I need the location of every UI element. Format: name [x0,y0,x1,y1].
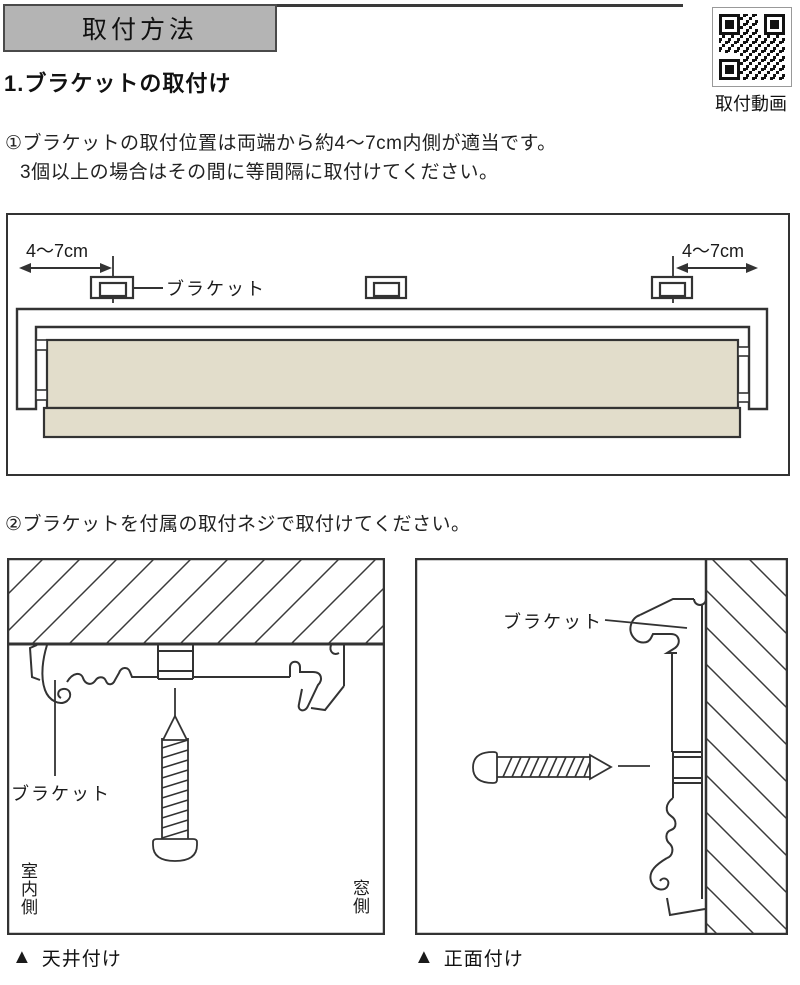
bracket-positions-drawing [6,213,790,476]
triangle-marker-icon: ▲ [12,946,32,968]
bracket-middle-icon [364,275,408,300]
section-title: 1.ブラケットの取付け [4,71,232,96]
caption-ceiling-text: 天井付け [41,949,122,970]
caption-ceiling-mount: ▲ 天井付け [12,944,122,971]
header-rule [3,4,683,7]
bracket-label: ブラケット [503,612,603,632]
diagram-ceiling-mount: ブラケット 室内側 窓側 [7,558,385,935]
bracket-label: ブラケット [11,784,111,804]
front-mount-drawing [415,558,788,935]
caption-front-mount: ▲ 正面付け [414,944,524,971]
bracket-profile [28,644,345,712]
qr-caption: 取付動画 [715,94,787,114]
shade-panel-top [45,338,740,410]
bracket-profile [629,598,707,917]
caption-front-text: 正面付け [443,949,524,970]
qr-code-graphic [713,8,791,86]
bracket-right-icon [650,275,694,300]
step1-line2: 3個以上の場合はその間に等間隔に取付けてください。 [20,162,499,183]
screw-icon [152,688,198,862]
step1-line1: ①ブラケットの取付位置は両端から約4〜7cm内側が適当です。 [5,133,557,154]
screw-icon [472,751,650,784]
qr-finder-patterns [719,14,785,80]
bracket-label: ブラケット [166,279,266,299]
ceiling-hatch [9,560,383,644]
bracket-leader-line [604,619,688,629]
wall-hatch [706,560,786,933]
room-side-label: 室内側 [18,862,37,916]
window-side-label: 窓側 [350,879,369,915]
dimension-label-left: 4〜7cm [26,241,89,261]
triangle-marker-icon: ▲ [414,946,434,968]
diagram-bracket-positions: 4〜7cm 4〜7cm ブラケット [6,213,790,476]
rail-tabs [35,339,750,403]
shade-panel-bottom [42,406,742,439]
step1-text: ①ブラケットの取付位置は両端から約4〜7cm内側が適当です。 3個以上の場合はそ… [5,129,557,187]
ceiling-mount-drawing [7,558,385,935]
diagram-front-mount: ブラケット [415,558,788,935]
qr-code-image [712,7,792,87]
page-title-box: 取付方法 [3,4,277,52]
page-title: 取付方法 [81,16,198,44]
bracket-left-icon [89,275,135,300]
dimension-label-right: 4〜7cm [682,241,745,261]
rail-frame [15,307,769,411]
step2-text: ②ブラケットを付属の取付ネジで取付けてください。 [5,514,471,535]
